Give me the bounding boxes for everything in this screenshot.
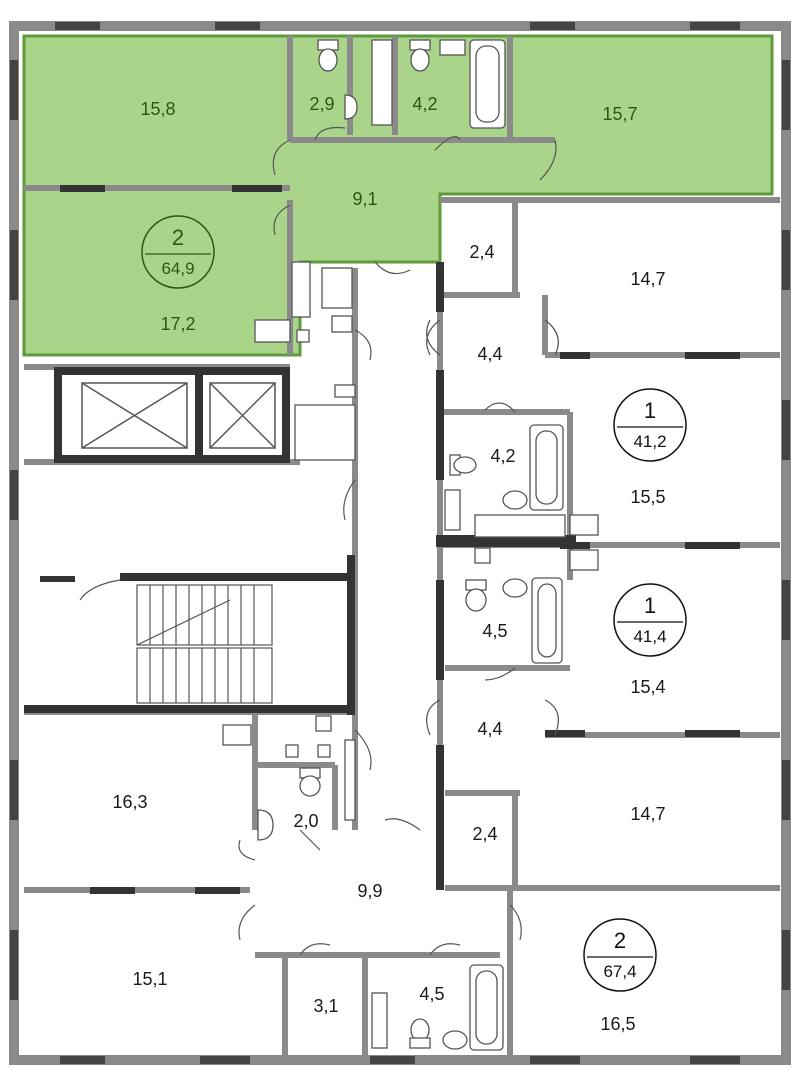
room-area-label: 4,2: [490, 446, 515, 466]
structural-walls: [24, 185, 740, 894]
room-area-label: 17,2: [160, 314, 195, 334]
apartment-badge-2-64[interactable]: 2 64,9: [141, 215, 215, 289]
room-area-label: 16,3: [112, 792, 147, 812]
room-area-label: 4,4: [477, 344, 502, 364]
room-area-label: 3,1: [313, 996, 338, 1016]
room-area-label: 14,7: [630, 269, 665, 289]
room-area-label: 2,0: [293, 811, 318, 831]
room-area-label: 9,9: [357, 881, 382, 901]
apartment-badge-2-674[interactable]: 2 67,4: [583, 918, 657, 992]
bathroom-fixtures: [222, 39, 599, 1051]
elevator-shafts: [81, 382, 276, 449]
room-area-label: 16,5: [600, 1014, 635, 1034]
room-labels: 15,8 2,9 4,2 15,7 9,1 17,2 2,4 14,7 4,4 …: [112, 94, 665, 1034]
apartment-rooms: 2: [614, 928, 626, 953]
room-area-label: 14,7: [630, 804, 665, 824]
windows: [10, 22, 790, 1064]
room-area-label: 4,5: [482, 621, 507, 641]
apartment-badge-1-414[interactable]: 1 41,4: [613, 583, 687, 657]
room-area-label: 4,4: [477, 719, 502, 739]
apartment-area: 67,4: [603, 962, 636, 981]
apartment-area: 41,2: [633, 432, 666, 451]
room-area-label: 15,7: [602, 104, 637, 124]
room-area-label: 2,4: [469, 242, 494, 262]
apartment-area: 41,4: [633, 627, 666, 646]
room-area-label: 4,2: [412, 94, 437, 114]
staircase: [136, 584, 273, 704]
room-area-label: 2,9: [309, 94, 334, 114]
room-area-label: 15,8: [140, 99, 175, 119]
apartment-rooms: 1: [644, 593, 656, 618]
room-area-label: 15,5: [630, 487, 665, 507]
apartment-rooms: 2: [172, 225, 184, 250]
apartment-badge-1-412[interactable]: 1 41,2: [613, 388, 687, 462]
room-area-label: 4,5: [419, 984, 444, 1004]
room-area-label: 15,4: [630, 677, 665, 697]
room-area-label: 15,1: [132, 969, 167, 989]
door-swings: [79, 126, 559, 956]
apartment-rooms: 1: [644, 398, 656, 423]
apartment-area: 64,9: [161, 259, 194, 278]
room-area-label: 9,1: [352, 189, 377, 209]
room-area-label: 2,4: [472, 824, 497, 844]
